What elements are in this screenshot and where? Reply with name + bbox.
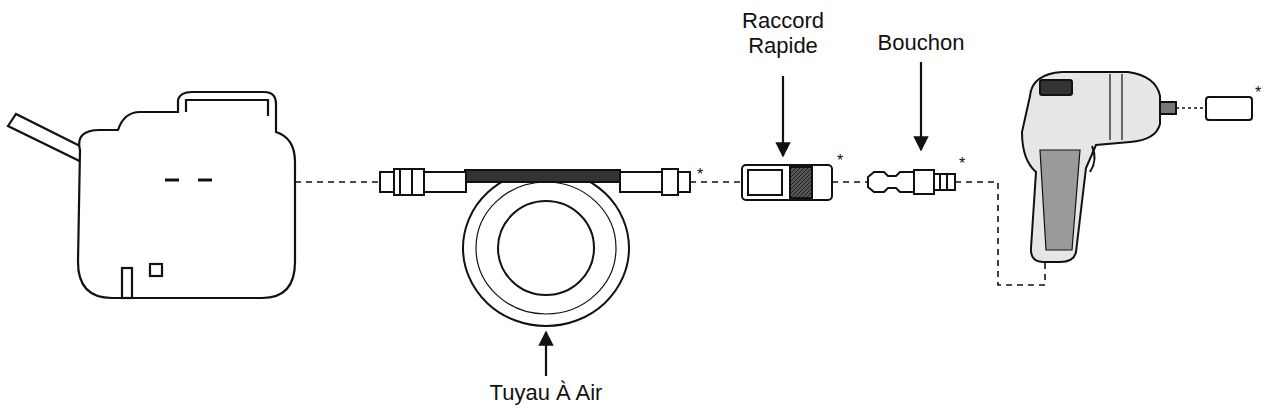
pointer-arrow xyxy=(546,62,921,376)
air-compressor xyxy=(8,92,295,298)
part-label: Raccord Rapide xyxy=(723,8,843,59)
asterisk-note: * xyxy=(954,155,970,173)
quick-coupler xyxy=(742,165,832,200)
air-hose xyxy=(380,169,690,326)
part-label: Tuyau À Air xyxy=(456,380,636,405)
asterisk-note: * xyxy=(1250,84,1266,102)
asterisk-note: * xyxy=(692,166,708,184)
asterisk-note: * xyxy=(832,152,848,170)
plug xyxy=(868,170,955,194)
part-label: Bouchon xyxy=(851,30,991,55)
impact-wrench xyxy=(1022,72,1252,262)
